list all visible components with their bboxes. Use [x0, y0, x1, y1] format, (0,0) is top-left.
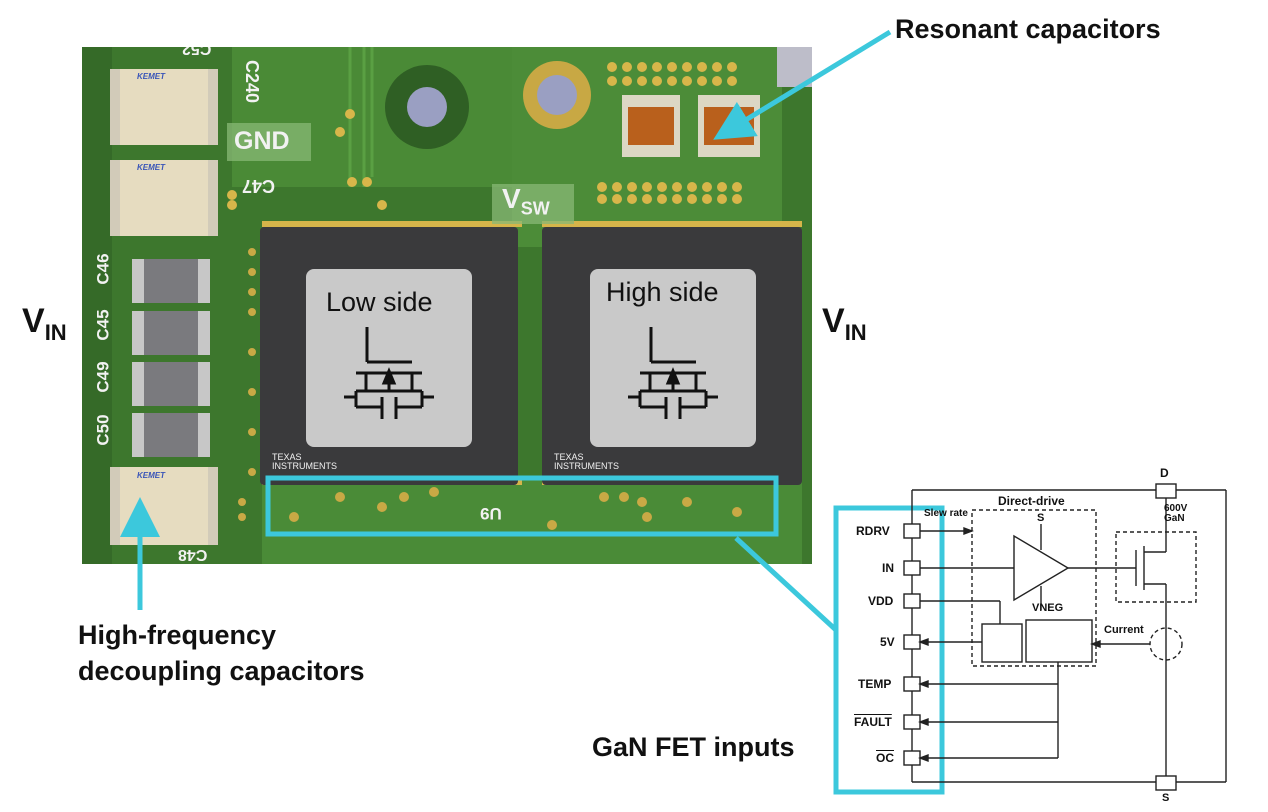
direct-drive-label: Direct-drive [998, 494, 1065, 508]
vin-right-label: VIN [822, 302, 867, 345]
board-label-c45: C45 [93, 309, 113, 341]
board-label-c52: C52 [182, 47, 212, 57]
hf-decoupling-label-line2: decoupling capacitors [78, 656, 365, 686]
pin-5v: 5V [880, 635, 895, 649]
gnd-label: GND [234, 127, 290, 155]
pcb-board: C52 C240 C47 C46 C45 C49 C50 C48 U9 KEME… [82, 47, 812, 564]
pin-fault: FAULT [854, 715, 892, 729]
high-side-title: High side [606, 277, 719, 307]
mosfet-symbol-icon [344, 327, 434, 419]
driver-schematic: RDRV IN VDD 5V TEMP FAULT OC Slew rate D… [836, 462, 1236, 804]
kemet-mark: KEMET [137, 471, 165, 480]
board-label-u9: U9 [480, 504, 502, 523]
slew-rate-label: Slew rate [924, 508, 968, 519]
high-side-window: High side [590, 269, 756, 447]
drain-label: D [1160, 466, 1169, 480]
kemet-mark: KEMET [137, 72, 165, 81]
s-top-label: S [1037, 512, 1045, 524]
low-side-title: Low side [326, 287, 433, 317]
vsw-label: VSW [502, 183, 550, 219]
vin-left-label: VIN [22, 302, 67, 345]
pin-oc: OC [876, 751, 894, 765]
board-label-c46: C46 [93, 253, 113, 285]
board-label-c47: C47 [242, 176, 276, 196]
source-label: S [1162, 792, 1170, 804]
kemet-mark: KEMET [137, 163, 165, 172]
pin-temp: TEMP [858, 677, 892, 691]
resonant-capacitors-label: Resonant capacitors [895, 14, 1161, 44]
pin-vdd: VDD [868, 594, 894, 608]
vneg-label: VNEG [1032, 602, 1064, 614]
board-label-c50: C50 [93, 414, 113, 446]
schematic-lines [903, 483, 1227, 791]
board-label-c48: C48 [178, 546, 208, 563]
board-label-c49: C49 [93, 361, 113, 393]
hf-decoupling-label-line1: High-frequency [78, 620, 277, 650]
gan-fet-inputs-label: GaN FET inputs [592, 732, 795, 762]
current-label: Current [1104, 624, 1144, 636]
pin-in: IN [882, 561, 894, 575]
low-side-window: Low side [306, 269, 472, 447]
mosfet-symbol-icon [628, 327, 718, 419]
pin-rdrv: RDRV [856, 524, 890, 538]
board-label-c240: C240 [242, 59, 263, 104]
